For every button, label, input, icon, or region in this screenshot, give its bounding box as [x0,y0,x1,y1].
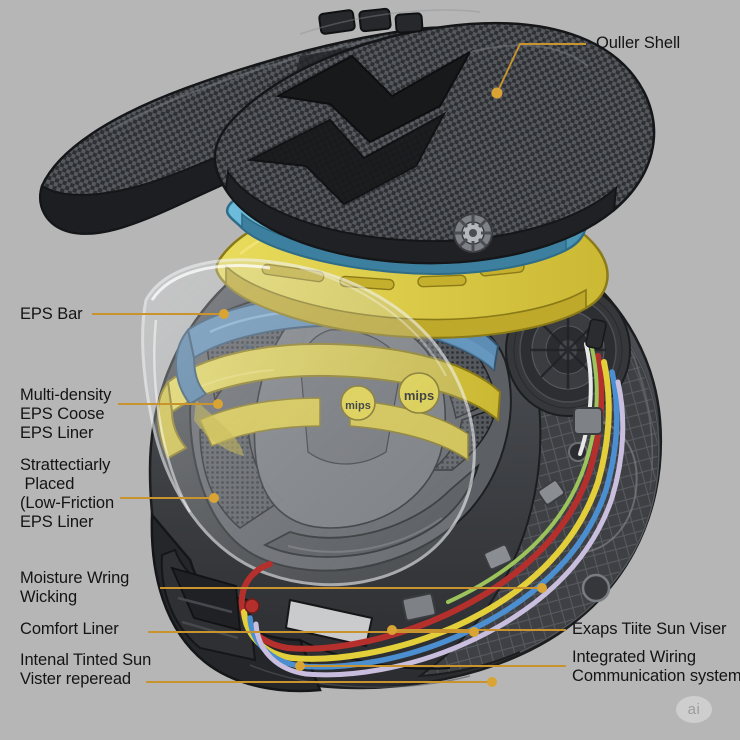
label-multi-density-eps: Multi-density EPS Coose EPS Liner [20,386,112,442]
lower-port [581,573,611,603]
label-tinted-sun-visor: Intenal Tinted Sun Vister reperead [20,651,152,688]
outer-shell [213,7,656,265]
ai-watermark: ai [676,696,712,723]
label-low-friction-eps: Strattectiarly Placed (Low-Friction EPS … [20,456,115,531]
label-comfort-liner: Comfort Liner [20,620,119,638]
wire-white [578,342,593,456]
shell-fastener [453,213,493,253]
label-moisture-wicking: Moisture Wring Wicking [20,569,130,606]
label-sun-viser: Exaps Tiite Sun Viser [572,620,727,638]
label-eps-bar: EPS Bar [20,305,83,323]
wire-connectors [244,318,607,622]
label-outer-shell: Ouller Shell [596,34,681,52]
wire-green [446,346,599,604]
chin-intake [284,598,374,648]
label-integrated-wiring: Integrated Wiring Communication system [572,648,740,685]
wire-lavender [303,379,626,678]
wire-yellow [289,359,612,662]
face-shield [141,258,476,587]
leader-lines [92,43,586,683]
top-vents [318,7,424,35]
leader-dots [209,87,547,687]
